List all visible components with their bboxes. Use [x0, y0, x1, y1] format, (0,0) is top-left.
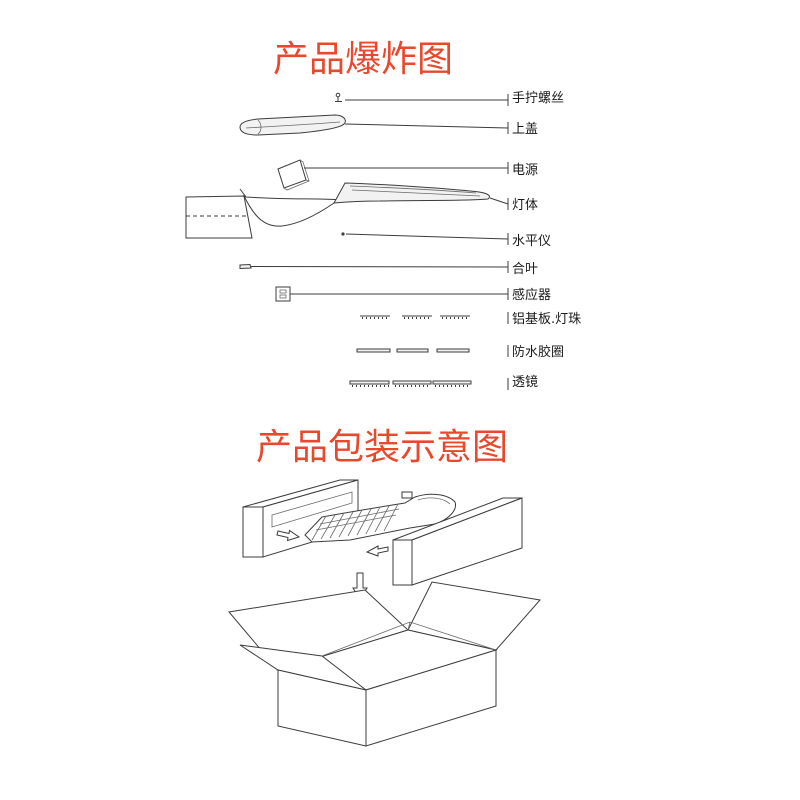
label-power-supply: 电源 — [512, 163, 538, 178]
left-foam-end-face — [242, 506, 264, 558]
spirit-level-dot — [341, 232, 345, 236]
thumb-screw-shaft — [335, 97, 342, 102]
sensor-slot-bottom — [279, 294, 287, 299]
label-sensor: 感应器 — [512, 287, 551, 303]
top-cover-detail — [245, 119, 341, 135]
part-sensor: 感应器 — [275, 286, 551, 303]
packed-street-light — [304, 491, 457, 543]
label-spirit-level: 水平仪 — [512, 234, 551, 249]
lamp-housing-lip — [239, 188, 247, 198]
packaging-view-title: 产品包装示意图 — [256, 427, 508, 468]
label-thumb-screw: 手拧螺丝 — [512, 91, 564, 106]
part-led-boards: 铝基板.灯珠 — [360, 312, 581, 327]
exploded-view-title: 产品爆炸图 — [273, 39, 453, 80]
gasket-3 — [436, 348, 470, 353]
sensor-box — [275, 286, 291, 302]
lens-2 — [392, 380, 432, 385]
part-hinge: 合叶 — [239, 261, 538, 277]
label-led-boards: 铝基板.灯珠 — [512, 312, 581, 327]
left-foam-block — [242, 479, 359, 558]
lamp-housing-bowl — [242, 194, 342, 227]
label-lenses: 透镜 — [512, 375, 538, 390]
part-thumb-screw: 手拧螺丝 — [335, 91, 564, 106]
part-power-supply: 电源 — [277, 159, 538, 191]
leader-line-hinge — [250, 266, 509, 268]
pole-adapter — [185, 195, 253, 239]
hinge-shape — [239, 263, 252, 270]
part-lenses: 透镜 — [349, 375, 538, 390]
lens-3 — [432, 380, 472, 385]
part-waterproof-gaskets: 防水胶圈 — [356, 344, 564, 360]
label-waterproof-gaskets: 防水胶圈 — [512, 344, 564, 360]
carton-box — [228, 581, 541, 747]
sensor-slot-top — [279, 289, 287, 294]
lamp-arm-detail — [349, 185, 481, 197]
leader-line-spirit-level — [345, 233, 509, 240]
lens-1 — [349, 380, 390, 385]
street-light-fin-bars — [315, 508, 400, 531]
thumb-screw-head — [335, 92, 341, 98]
label-top-cover: 上盖 — [512, 122, 538, 137]
street-light-head-detail — [417, 497, 451, 505]
part-lamp-body: 灯体 — [185, 182, 538, 239]
power-supply-edge — [283, 159, 310, 191]
right-foam-block — [392, 497, 523, 586]
left-foam-slot — [271, 491, 353, 528]
right-foam-end-face — [392, 539, 413, 586]
part-spirit-level: 水平仪 — [341, 232, 551, 249]
leader-line-lamp-body — [489, 197, 509, 205]
arrow-left-icon — [365, 545, 389, 557]
right-foam-side-face — [411, 497, 523, 586]
gasket-2 — [396, 348, 429, 353]
carton-side-face — [365, 649, 497, 747]
label-hinge: 合叶 — [512, 262, 538, 277]
gasket-1 — [356, 348, 391, 353]
label-lamp-body: 灯体 — [512, 198, 538, 213]
arrow-right-icon — [276, 529, 301, 542]
street-light-knob — [401, 491, 413, 499]
leader-line-top-cover — [344, 123, 509, 129]
part-top-cover: 上盖 — [239, 114, 538, 137]
carton-inner-edges — [321, 621, 497, 657]
